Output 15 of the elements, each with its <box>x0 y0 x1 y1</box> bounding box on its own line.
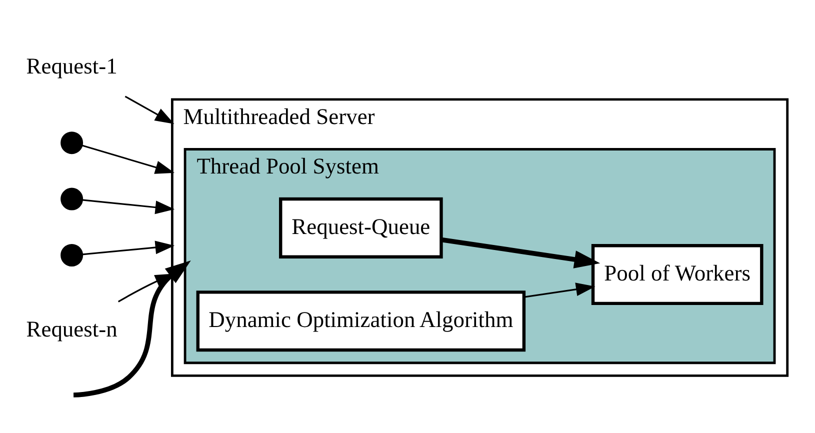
arrow <box>124 95 174 124</box>
node-box: Request-Queue <box>279 196 443 258</box>
arrow <box>82 240 175 255</box>
node-circle <box>60 244 84 266</box>
arrow <box>82 198 175 214</box>
arrow <box>73 260 191 397</box>
arrow <box>82 144 175 174</box>
node-box: Dynamic Optimization Algorithm <box>196 290 526 352</box>
node-circle <box>60 187 84 210</box>
arrow <box>524 282 596 298</box>
node-circle <box>60 131 84 154</box>
node-box: Pool of Workers <box>591 244 764 305</box>
node-text: Request-n <box>26 316 118 342</box>
arrow <box>441 236 600 268</box>
node-text: Request-1 <box>26 52 118 78</box>
